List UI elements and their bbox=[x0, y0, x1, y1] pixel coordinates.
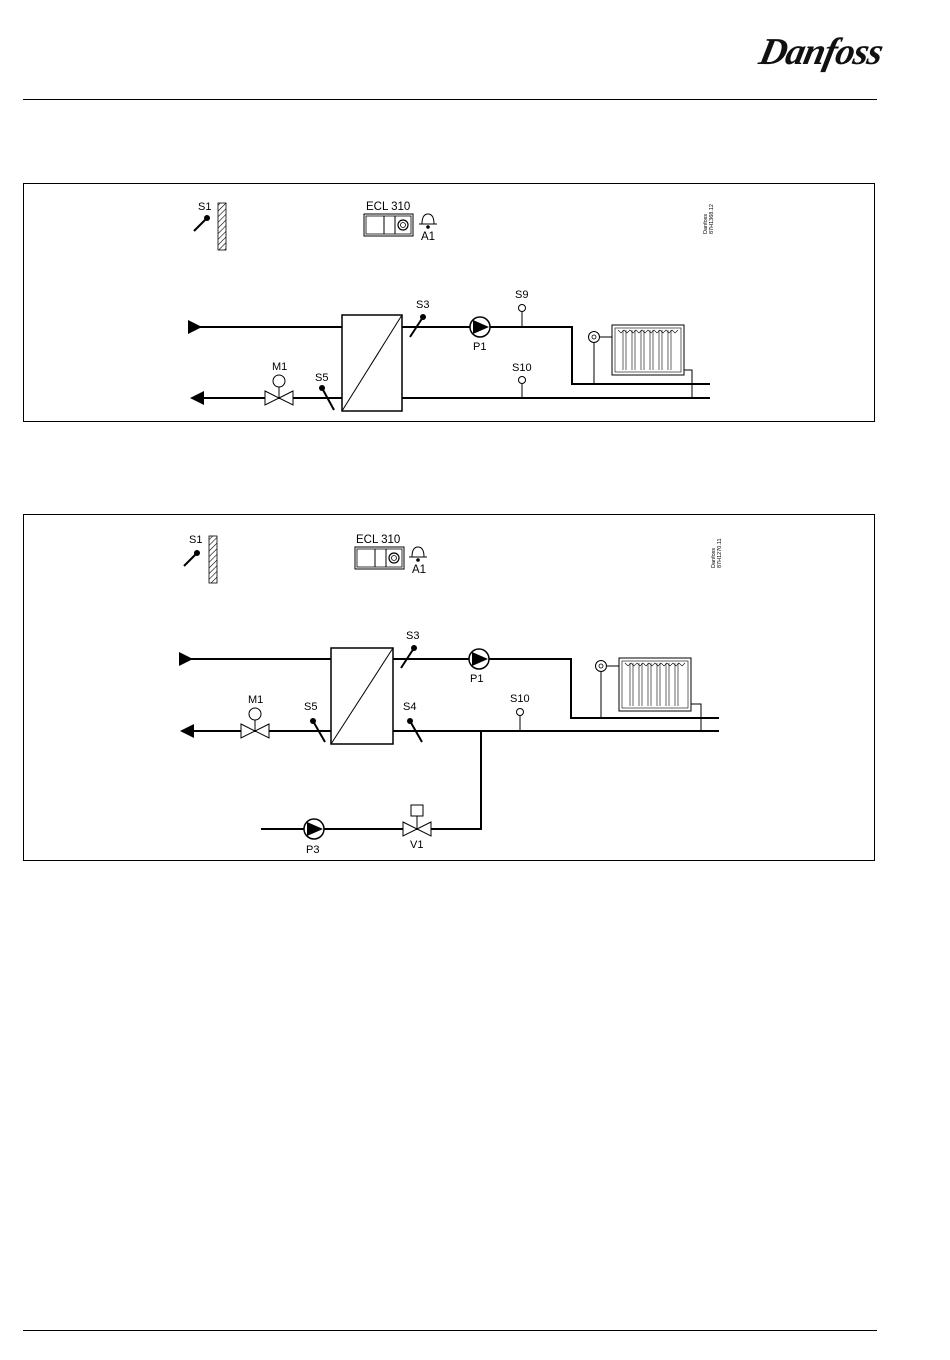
diagram-panel-2: S1 ECL 310 A1 Danfoss 87H1270.11 M1 bbox=[23, 514, 875, 861]
supply-temp-sensor-icon bbox=[401, 645, 417, 668]
pump-p3-icon bbox=[304, 819, 324, 839]
diagram-2-canvas: S1 ECL 310 A1 Danfoss 87H1270.11 M1 bbox=[24, 515, 874, 860]
reference-code: Danfoss 87H1270.11 bbox=[711, 538, 723, 568]
return-arrow-icon bbox=[180, 724, 194, 738]
svg-text:87H1270.11: 87H1270.11 bbox=[717, 538, 723, 568]
label-controller: ECL 310 bbox=[356, 534, 400, 546]
controller-icon bbox=[364, 214, 413, 236]
alarm-bell-icon bbox=[409, 547, 427, 562]
diagram-1-canvas: S1 ECL 310 A1 Danfoss 87H1368.12 M1 bbox=[24, 184, 874, 421]
alarm-bell-icon bbox=[419, 214, 437, 229]
label-a1: A1 bbox=[421, 231, 435, 243]
label-s9: S9 bbox=[515, 289, 528, 301]
supply-arrow-icon bbox=[179, 652, 193, 666]
footer-rule bbox=[23, 1330, 877, 1331]
bypass-pipe bbox=[261, 731, 481, 829]
outdoor-sensor-icon bbox=[184, 550, 200, 566]
motor-valve-icon bbox=[265, 375, 293, 405]
flow-sensor-s10-icon bbox=[517, 709, 524, 732]
radiator-icon bbox=[596, 658, 702, 731]
label-p1: P1 bbox=[473, 341, 486, 353]
controller-icon bbox=[355, 547, 404, 569]
label-p3: P3 bbox=[306, 844, 319, 856]
label-s3: S3 bbox=[406, 630, 419, 642]
label-s1: S1 bbox=[198, 201, 211, 213]
supply-temp-sensor-icon bbox=[410, 314, 426, 337]
control-valve-v1-icon bbox=[403, 805, 431, 836]
label-s5: S5 bbox=[315, 372, 328, 384]
flow-sensor-s9-icon bbox=[519, 305, 526, 328]
label-m1: M1 bbox=[248, 694, 263, 706]
label-controller: ECL 310 bbox=[366, 201, 410, 213]
header-rule bbox=[23, 99, 877, 100]
pump-p1-icon bbox=[470, 317, 490, 337]
label-m1: M1 bbox=[272, 361, 287, 373]
label-s10: S10 bbox=[510, 693, 530, 705]
brand-logo: Danfoss bbox=[755, 30, 886, 74]
wall-icon bbox=[218, 203, 226, 250]
return-arrow-icon bbox=[190, 391, 204, 405]
label-s1: S1 bbox=[189, 534, 202, 546]
heat-exchanger-icon bbox=[331, 648, 393, 744]
diagram-panel-1: S1 ECL 310 A1 Danfoss 87H1368.12 M1 bbox=[23, 183, 875, 422]
svg-text:87H1368.12: 87H1368.12 bbox=[709, 204, 715, 234]
label-s10: S10 bbox=[512, 362, 532, 374]
heat-exchanger-icon bbox=[342, 315, 402, 411]
radiator-icon bbox=[589, 325, 693, 398]
outdoor-sensor-icon bbox=[194, 215, 210, 231]
label-p1: P1 bbox=[470, 673, 483, 685]
pump-p1-icon bbox=[469, 649, 489, 669]
wall-icon bbox=[209, 536, 217, 583]
reference-code: Danfoss 87H1368.12 bbox=[703, 204, 715, 234]
label-s5: S5 bbox=[304, 701, 317, 713]
label-a1: A1 bbox=[412, 564, 426, 576]
motor-valve-icon bbox=[241, 708, 269, 738]
label-v1: V1 bbox=[410, 839, 423, 851]
supply-arrow-icon bbox=[188, 320, 202, 334]
flow-sensor-s10-icon bbox=[519, 377, 526, 399]
label-s4: S4 bbox=[403, 701, 416, 713]
label-s3: S3 bbox=[416, 299, 429, 311]
